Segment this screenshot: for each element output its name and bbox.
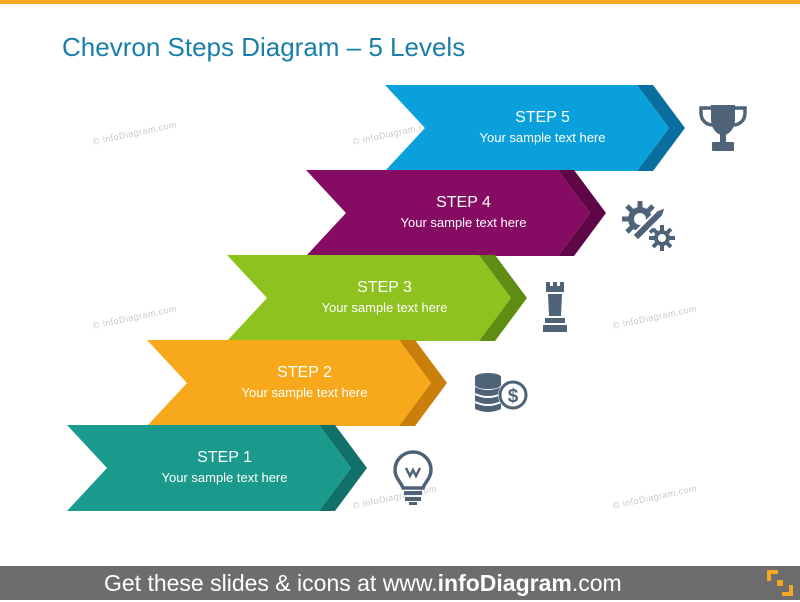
footer-banner: Get these slides & icons at www.infoDiag… xyxy=(0,566,800,600)
step-3-title: STEP 3 xyxy=(357,279,412,296)
step-4-subtitle: Your sample text here xyxy=(400,215,527,230)
chevron-step-4-shadow xyxy=(558,170,606,256)
step-5-title: STEP 5 xyxy=(515,109,570,126)
chess-rook-icon xyxy=(525,276,585,336)
chevron-step-1-shadow xyxy=(319,425,367,511)
top-accent-bar xyxy=(0,0,800,4)
footer-text[interactable]: Get these slides & icons at www.infoDiag… xyxy=(104,570,622,597)
chevron-step-1-body xyxy=(67,425,351,511)
svg-text:$: $ xyxy=(508,386,519,407)
chevron-step-3-body xyxy=(227,255,511,341)
gear-pencil-icon xyxy=(618,193,678,253)
chevron-step-3: STEP 3 Your sample text here xyxy=(227,255,547,341)
step-1-title: STEP 1 xyxy=(197,449,252,466)
lightbulb-icon xyxy=(383,448,443,508)
chevron-step-2-shadow xyxy=(399,340,447,426)
watermark: © infoDiagram.com xyxy=(611,303,698,331)
watermark: © infoDiagram.com xyxy=(611,483,698,511)
step-2-subtitle: Your sample text here xyxy=(241,385,368,400)
coins-dollar-icon: $ xyxy=(472,365,532,425)
chevron-step-4-body xyxy=(306,170,590,256)
step-4-title: STEP 4 xyxy=(436,194,491,211)
chevron-step-4: STEP 4 Your sample text here xyxy=(306,170,626,256)
chevron-step-2: STEP 2 Your sample text here xyxy=(147,340,467,426)
trophy-icon xyxy=(693,97,753,157)
watermark: © infoDiagram.com xyxy=(91,119,178,147)
chevron-step-5-body xyxy=(385,85,669,171)
watermark: © infoDiagram.com xyxy=(91,303,178,331)
chevron-step-2-body xyxy=(147,340,431,426)
step-2-title: STEP 2 xyxy=(277,364,332,381)
step-3-subtitle: Your sample text here xyxy=(321,300,448,315)
footer-brand: infoDiagram xyxy=(437,570,572,596)
infodiagram-logo-icon xyxy=(766,569,794,597)
chevron-step-5: STEP 5 Your sample text here xyxy=(385,85,705,171)
chevron-step-5-shadow xyxy=(637,85,685,171)
chevron-step-1: STEP 1 Your sample text here xyxy=(67,425,387,511)
footer-text-suffix: .com xyxy=(571,570,622,596)
footer-text-prefix: Get these slides & icons at www. xyxy=(104,570,438,596)
step-5-subtitle: Your sample text here xyxy=(479,130,606,145)
step-1-subtitle: Your sample text here xyxy=(161,470,288,485)
page-title: Chevron Steps Diagram – 5 Levels xyxy=(62,32,466,62)
chevron-step-3-shadow xyxy=(479,255,527,341)
